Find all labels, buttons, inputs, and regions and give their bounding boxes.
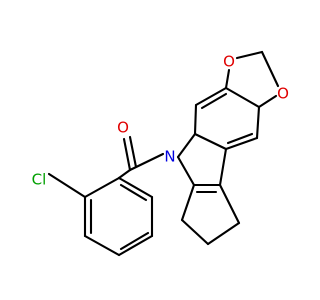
bond-c7-c6-inner	[200, 92, 228, 110]
bond-c7a-c3a	[193, 132, 228, 151]
bond-c4-c3a	[224, 136, 259, 151]
bond-ring6	[83, 176, 121, 199]
bond-ch2-o	[260, 50, 280, 88]
bond-c6-c5	[224, 86, 261, 109]
dioxole-oxygen-right-label: O	[277, 85, 289, 103]
bond-c4-c3a-inner	[226, 132, 254, 145]
bond-c3a-c3	[218, 147, 228, 187]
bond-ch2-c3	[218, 183, 241, 225]
dioxole-oxygen-top-label: O	[223, 53, 235, 71]
bond-ring3-inner	[119, 231, 150, 251]
bond-ring5	[117, 176, 154, 199]
chlorine-atom-label: Cl	[32, 171, 47, 189]
bond-c7-c6	[194, 86, 228, 107]
bond-c7a-c7	[193, 103, 198, 136]
carbonyl-oxygen-label: O	[117, 119, 129, 137]
bond-n-c7a	[176, 132, 197, 159]
bond-c-o-1	[122, 137, 132, 172]
bond-ring3	[117, 234, 154, 257]
structure-canvas: Cl O N O O	[32, 50, 289, 257]
bond-c5-o	[257, 94, 278, 109]
ring-nitrogen-label: N	[164, 148, 175, 166]
bond-n-c2	[176, 155, 196, 187]
bond-c5-c4	[255, 105, 261, 140]
bond-c2-ch2	[180, 183, 196, 222]
bond-ch2-ch2b	[206, 221, 241, 246]
bond-ring-carbonyl	[117, 168, 132, 180]
molecule-structure: Cl O N O O	[32, 50, 289, 257]
bond-cl-c	[47, 172, 87, 199]
bond-layer	[47, 50, 280, 257]
bond-ring2	[83, 234, 121, 257]
bond-c6-o	[224, 68, 231, 90]
bond-c-o-2	[128, 135, 138, 169]
bond-o-ch2	[235, 50, 264, 60]
bond-ch2-ch2	[180, 218, 210, 246]
bond-ring5-inner	[119, 183, 148, 202]
